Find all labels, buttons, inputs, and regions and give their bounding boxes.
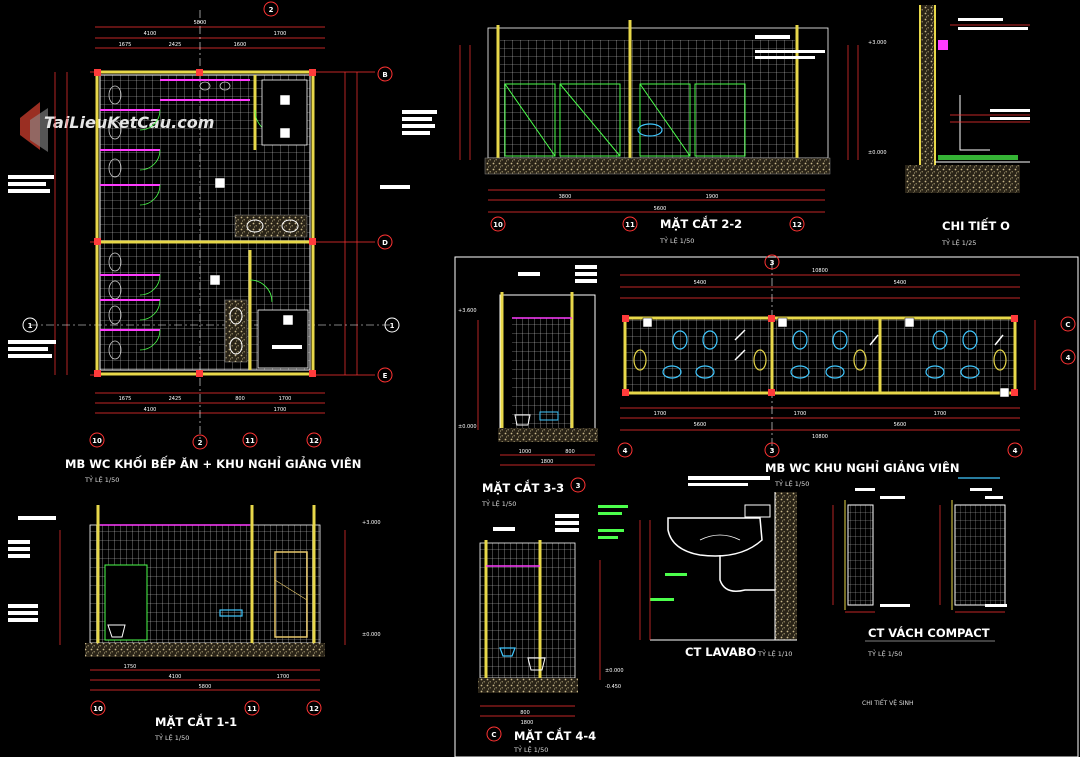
ct-vach-compact: CT VÁCH COMPACT TỶ LỆ 1/50 [832,477,1007,658]
pr-grid-3-top: 3 [770,259,775,267]
section-1-1: 10 11 12 1750 4100 1700 5800 +3.000 ±0.0… [8,505,381,742]
pr-dim-total: 10800 [812,268,828,274]
s22-level-floor: ±0.000 [868,150,887,156]
s11-grid-10: 10 [93,705,103,713]
grid-label-10: 10 [92,437,102,445]
s11-grid-12: 12 [309,705,319,713]
s33-grid-3: 3 [576,482,581,490]
section22-scale: TỶ LỆ 1/50 [659,236,694,245]
detail-o-scale: TỶ LỆ 1/25 [941,238,976,247]
grid-label-B: B [382,71,387,79]
s11-level-floor: ±0.000 [362,632,381,638]
pr-bdim-b: 1700 [794,411,807,417]
dim-top-total: 5800 [194,20,207,26]
section-4-4: C 800 1800 ±0.000 -0.450 MẶT CẮT 4-4 TỶ … [478,514,624,754]
dim-top-b: 1700 [274,31,287,37]
ct-lavabo-title: CT LAVABO [685,645,757,659]
pr-bdim-f: 10800 [812,434,828,440]
section33-title: MẶT CẮT 3-3 [482,479,564,495]
pr-bdim-d: 5600 [694,422,707,428]
pr-bdim-c: 1700 [934,411,947,417]
section-3-3: 3 1800 1000 800 +3.600 ±0.000 MẶT CẮT 3-… [458,265,598,508]
grid-label-2: 2 [198,439,203,447]
s11-grid-11: 11 [247,705,257,713]
s22-level-top: +3.000 [868,40,887,46]
s22-grid-11: 11 [625,221,635,229]
section44-scale: TỶ LỆ 1/50 [513,745,548,754]
ct-lavabo: CT LAVABO TỶ LỆ 1/10 [598,476,797,659]
footer-label: CHI TIẾT VỆ SINH [862,699,914,707]
s33-dim-a: 1800 [541,459,554,465]
grid-label-E: E [383,372,388,380]
s44-level-base: -0.450 [605,684,621,690]
section33-scale: TỶ LỆ 1/50 [481,499,516,508]
s11-dim-a: 1750 [124,664,137,670]
section11-title: MẶT CẮT 1-1 [155,713,237,729]
s11-dim-d: 5800 [199,684,212,690]
s33-dim-c: 800 [565,449,575,455]
s22-dim-b: 1900 [706,194,719,200]
section-2-2: 10 11 12 5600 3800 1900 +3.000 ±0.000 MẶ… [402,20,887,245]
s11-level-top: +3.000 [362,520,381,526]
dim-bot-e: 4100 [144,407,157,413]
s22-grid-12: 12 [792,221,802,229]
plan-right-title: MB WC KHU NGHỈ GIẢNG VIÊN [765,459,960,475]
plan-left-scale: TỶ LỆ 1/50 [84,475,119,484]
pr-dim-b: 5400 [894,280,907,286]
dim-top-d: 2425 [169,42,182,48]
s11-dim-c: 1700 [277,674,290,680]
pr-grid-left: 4 [623,447,628,455]
s22-dim-a: 3800 [559,194,572,200]
pr-bdim-a: 1700 [654,411,667,417]
dim-top-e: 1600 [234,42,247,48]
pr-grid-3-bot: 3 [770,447,775,455]
plan-left: 5800 4100 1700 1675 2425 1600 1675 2425 … [8,1,410,484]
section22-title: MẶT CẮT 2-2 [660,215,742,231]
s33-dim-b: 1000 [519,449,532,455]
ct-vach-title: CT VÁCH COMPACT [868,625,990,640]
section44-title: MẶT CẮT 4-4 [514,727,596,743]
s22-dim-total: 5600 [654,206,667,212]
ct-lavabo-scale: TỶ LỆ 1/10 [757,649,792,658]
pr-dim-a: 5400 [694,280,707,286]
grid-label-11: 11 [245,437,255,445]
dim-top-a: 4100 [144,31,157,37]
pr-grid-C: C [1065,321,1070,329]
grid-label-1-right: 1 [390,322,395,330]
pr-bdim-e: 5600 [894,422,907,428]
grid-label-top: 2 [269,6,274,14]
grid-label-1: 1 [28,322,33,330]
s44-dim-b: 1800 [521,720,534,726]
pr-grid-right: 4 [1013,447,1018,455]
s44-dim-a: 800 [520,710,530,716]
dim-bot-f: 1700 [274,407,287,413]
dim-bot-c: 800 [235,396,245,402]
dim-top-c: 1675 [119,42,132,48]
ct-vach-scale: TỶ LỆ 1/50 [867,649,902,658]
detail-o: CHI TIẾT O TỶ LỆ 1/25 [905,5,1030,247]
s22-grid-10: 10 [493,221,503,229]
dim-bot-b: 2425 [169,396,182,402]
s44-level-floor: ±0.000 [605,668,624,674]
s33-level-top: +3.600 [458,308,477,314]
dim-bot-a: 1675 [119,396,132,402]
s44-grid-C: C [491,731,496,739]
detail-o-title: CHI TIẾT O [942,217,1010,233]
plan-right-scale: TỶ LỆ 1/50 [774,479,809,488]
plan-right: 3 3 4 4 C 4 10800 5400 5400 1700 1700 17… [617,254,1076,488]
s33-level-floor: ±0.000 [458,424,477,430]
s11-dim-b: 4100 [169,674,182,680]
dim-bot-d: 1700 [279,396,292,402]
plan-left-title: MB WC KHỐI BẾP ĂN + KHU NGHỈ GIẢNG VIÊN [65,454,361,471]
grid-label-D: D [382,239,388,247]
grid-label-12: 12 [309,437,319,445]
pr-grid-4: 4 [1066,354,1071,362]
section11-scale: TỶ LỆ 1/50 [154,733,189,742]
